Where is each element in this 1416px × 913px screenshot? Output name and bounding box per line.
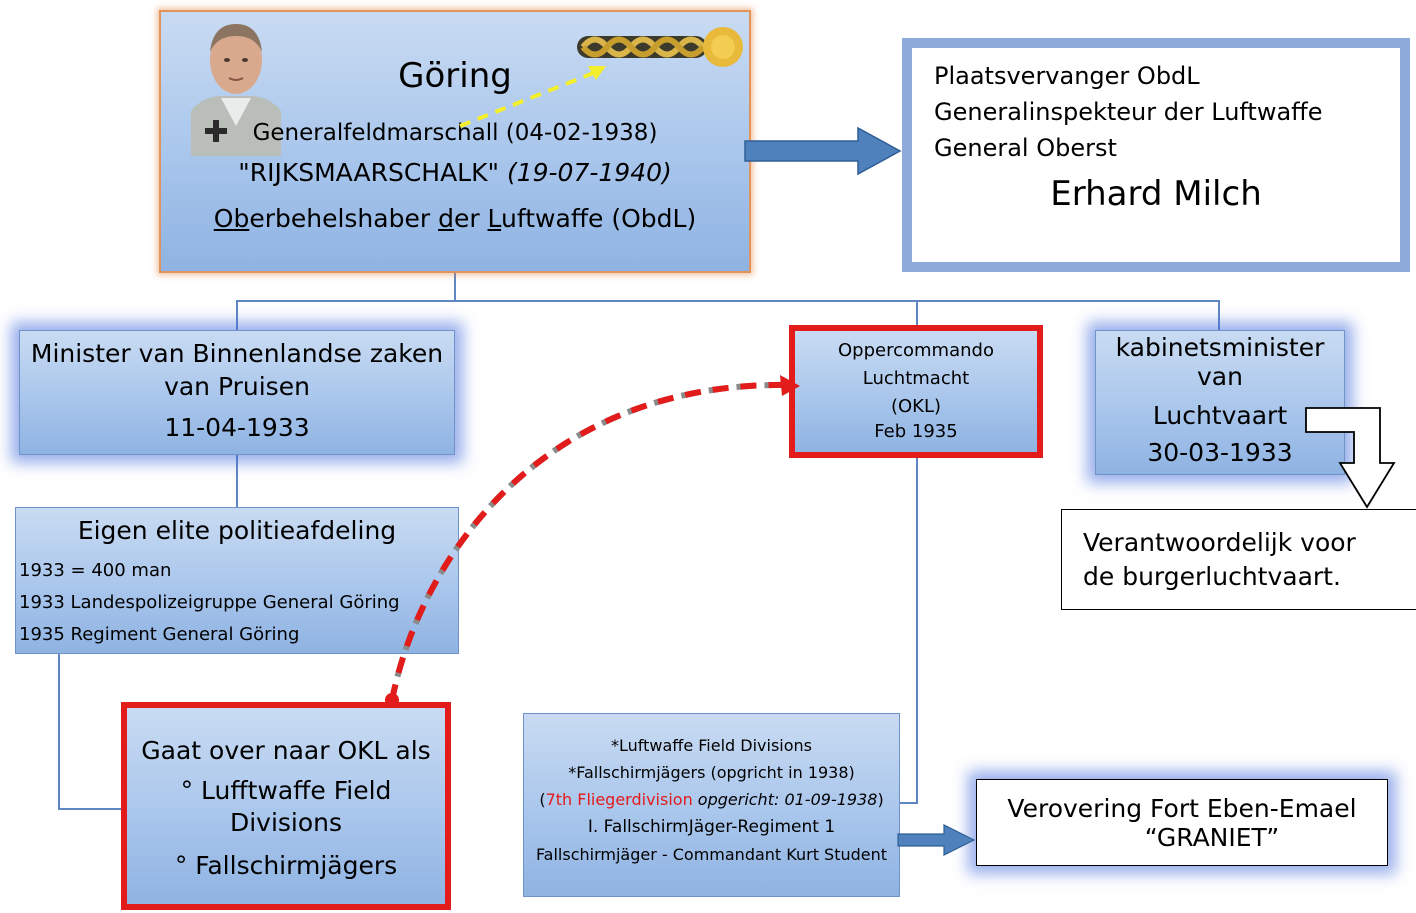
- goring-title-main: "RIJKSMAARSCHALK": [238, 158, 500, 187]
- police-item-3: 1935 Regiment General Göring: [19, 624, 300, 645]
- cabinet-line-3: Luchtvaart: [1152, 401, 1288, 430]
- arrow-transfer-okl: [389, 381, 793, 701]
- connector-okl-divisions: [900, 802, 918, 804]
- goring-rank: Generalfeldmarschall (04-02-1938): [252, 120, 658, 146]
- divisions-line-4: I. FallschirmJäger-Regiment 1: [587, 817, 836, 837]
- responsible-box: Verantwoordelijk voor de burgerluchtvaar…: [1061, 509, 1416, 610]
- connector-police-transfer-v: [58, 654, 60, 810]
- arrow-divisions-eben: [897, 824, 976, 856]
- connector-horizontal: [236, 300, 1220, 302]
- eben-line-2: “GRANIET”: [1144, 823, 1280, 852]
- goring-title: "RIJKSMAARSCHALK" (19-07-1940): [161, 158, 749, 187]
- arrow-goring-milch: [744, 126, 902, 176]
- baton-image: [575, 22, 747, 70]
- divisions-line-5: Fallschirmjäger - Commandant Kurt Studen…: [535, 845, 888, 864]
- obdl-part-2: erbehelshaber: [249, 204, 439, 233]
- responsible-line-2: de burgerluchtvaart.: [1083, 562, 1341, 591]
- divisions-line-3-close: ): [877, 790, 884, 809]
- arrow-portrait-baton-head: [588, 66, 606, 80]
- goring-title-date: (19-07-1940): [506, 158, 672, 187]
- goring-obdl: Oberbehelshaber der Luftwaffe (ObdL): [161, 204, 749, 233]
- transfer-box: Gaat over naar OKL als ° Lufftwaffe Fiel…: [121, 702, 451, 910]
- milch-box: Plaatsvervanger ObdL Generalinspekteur d…: [902, 38, 1410, 272]
- obdl-part-5: L: [487, 204, 502, 233]
- responsible-line-1: Verantwoordelijk voor: [1083, 528, 1356, 557]
- minister-date: 11-04-1933: [164, 413, 310, 442]
- connector-okl-down: [916, 458, 918, 804]
- arrow-portrait-baton: [459, 70, 597, 128]
- divisions-founded-date: opgericht: 01-09-1938: [692, 790, 878, 809]
- divisions-line-3: (7th Fliegerdivision opgericht: 01-09-19…: [524, 790, 899, 809]
- okl-line-4: Feb 1935: [874, 421, 958, 442]
- arrow-transfer-okl-start: [385, 693, 399, 707]
- okl-box: Oppercommando Luchtmacht (OKL) Feb 1935: [789, 325, 1043, 458]
- divisions-fliegerdivision: 7th Fliegerdivision: [545, 790, 693, 809]
- milch-name: Erhard Milch: [1050, 174, 1262, 214]
- connector-goring-down: [454, 272, 456, 302]
- police-title: Eigen elite politieafdeling: [77, 516, 397, 545]
- obdl-part-1: Ob: [213, 204, 250, 233]
- divisions-line-3-open: (: [539, 790, 546, 809]
- milch-line-1: Plaatsvervanger ObdL: [934, 62, 1200, 90]
- connector-to-cabinet: [1218, 300, 1220, 330]
- portrait-icon: [191, 24, 281, 156]
- milch-line-2: Generalinspekteur der Luftwaffe: [934, 98, 1323, 126]
- obdl-part-6: uftwaffe (ObdL): [501, 204, 697, 233]
- okl-line-2: Luchtmacht: [862, 368, 970, 389]
- connector-to-okl: [916, 300, 918, 328]
- connector-minister-police: [236, 455, 238, 509]
- police-item-1: 1933 = 400 man: [19, 560, 172, 581]
- minister-box: Minister van Binnenlandse zaken van Prui…: [19, 330, 455, 455]
- transfer-item-2: ° Fallschirmjägers: [174, 851, 398, 880]
- okl-line-1: Oppercommando: [838, 340, 994, 361]
- cabinet-line-1: kabinetsminister: [1115, 333, 1325, 362]
- transfer-item-1: ° Lufftwaffe Field Divisions: [180, 776, 392, 837]
- okl-line-3: (OKL): [890, 396, 942, 417]
- arrow-transfer-okl-head: [780, 375, 800, 396]
- minister-line-2: van Pruisen: [164, 372, 310, 401]
- arrow-transfer-okl-red: [389, 381, 793, 701]
- connector-to-minister: [236, 300, 238, 330]
- divisions-line-2: *Fallschirmjägers (opgricht in 1938): [568, 763, 855, 782]
- eben-box: Verovering Fort Eben-Emael “GRANIET”: [976, 779, 1388, 866]
- obdl-part-3: d: [438, 204, 454, 233]
- arrow-cabinet-responsible: [1305, 407, 1396, 509]
- divisions-box: *Luftwaffe Field Divisions *Fallschirmjä…: [523, 713, 900, 897]
- portrait-image: [191, 16, 281, 156]
- cabinet-date: 30-03-1933: [1147, 438, 1293, 467]
- milch-line-3: General Oberst: [934, 134, 1117, 162]
- cabinet-box: kabinetsminister van Luchtvaart 30-03-19…: [1095, 330, 1345, 475]
- marshal-baton-icon: [577, 27, 743, 67]
- transfer-line-1: Gaat over naar OKL als: [141, 736, 431, 765]
- goring-name: Göring: [398, 56, 512, 96]
- minister-line-1: Minister van Binnenlandse zaken: [30, 339, 444, 368]
- goring-box: Göring Generalfeldmarschall (04-02-1938)…: [159, 10, 751, 273]
- cabinet-line-2: van: [1197, 362, 1243, 391]
- connector-police-transfer-h: [58, 808, 124, 810]
- obdl-part-4: er: [453, 204, 488, 233]
- police-item-2: 1933 Landespolizeigruppe General Göring: [19, 592, 400, 613]
- police-box: Eigen elite politieafdeling 1933 = 400 m…: [15, 507, 459, 654]
- divisions-line-1: *Luftwaffe Field Divisions: [611, 736, 812, 755]
- eben-line-1: Verovering Fort Eben-Emael: [1007, 794, 1357, 823]
